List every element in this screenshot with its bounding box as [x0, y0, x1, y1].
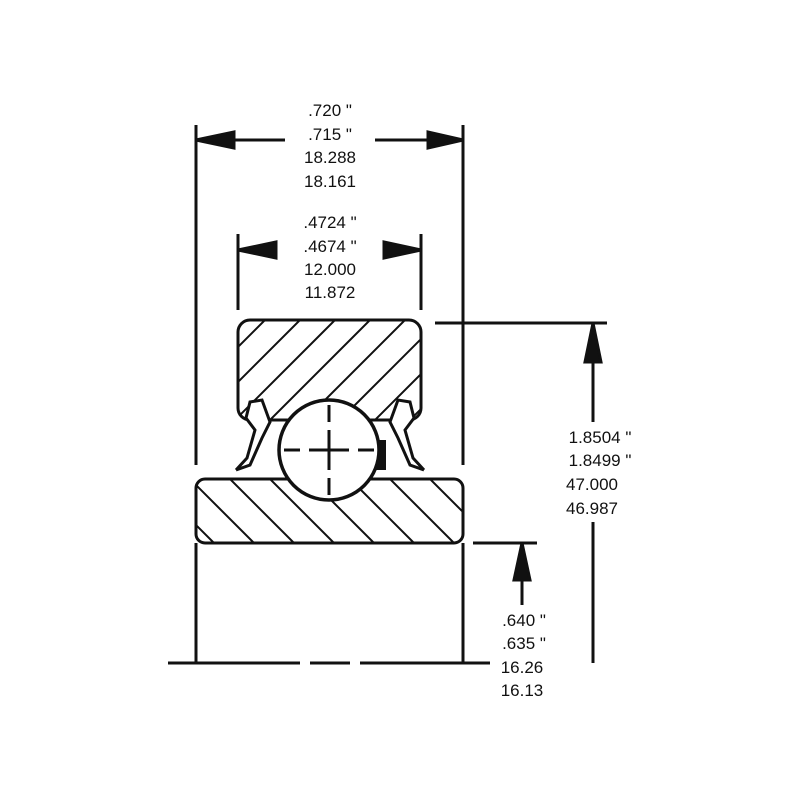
inner-ring-section: [196, 479, 463, 543]
dim-text: 18.288: [304, 148, 356, 167]
dim-text: .4724 ": [303, 213, 356, 232]
dim-text: .720 ": [308, 101, 352, 120]
dimension-arrow: [382, 240, 422, 260]
dimension-arrow: [237, 240, 278, 260]
dim-text: .635 ": [502, 634, 546, 653]
dim-text: 18.161: [304, 172, 356, 191]
dim-text: 46.987: [566, 499, 618, 518]
dimension-arrow: [426, 130, 464, 150]
dimension-arrow: [583, 322, 603, 364]
outer-width-label: .720 " .715 " 18.288 18.161: [304, 101, 356, 191]
dim-text: 1.8499 ": [569, 451, 632, 470]
dim-text: .640 ": [502, 611, 546, 630]
dim-text: 16.26: [501, 658, 544, 677]
dim-text: 1.8504 ": [569, 428, 632, 447]
dimension-arrow: [195, 130, 236, 150]
inner-width-label: .4724 " .4674 " 12.000 11.872: [303, 213, 356, 302]
dim-text: 12.000: [304, 260, 356, 279]
offset-label: .640 " .635 " 16.26 16.13: [501, 611, 546, 700]
dim-text: .4674 ": [303, 237, 356, 256]
outer-ring-section: [238, 320, 421, 420]
dim-text: 47.000: [566, 475, 618, 494]
dimension-arrow: [512, 542, 532, 582]
dim-text: 16.13: [501, 681, 544, 700]
left-seal: [234, 398, 272, 472]
dim-text: 11.872: [305, 283, 356, 302]
center-mark: [284, 405, 374, 495]
height-label: 1.8504 " 1.8499 " 47.000 46.987: [566, 428, 631, 518]
dim-text: .715 ": [308, 125, 352, 144]
right-seal: [388, 398, 426, 472]
